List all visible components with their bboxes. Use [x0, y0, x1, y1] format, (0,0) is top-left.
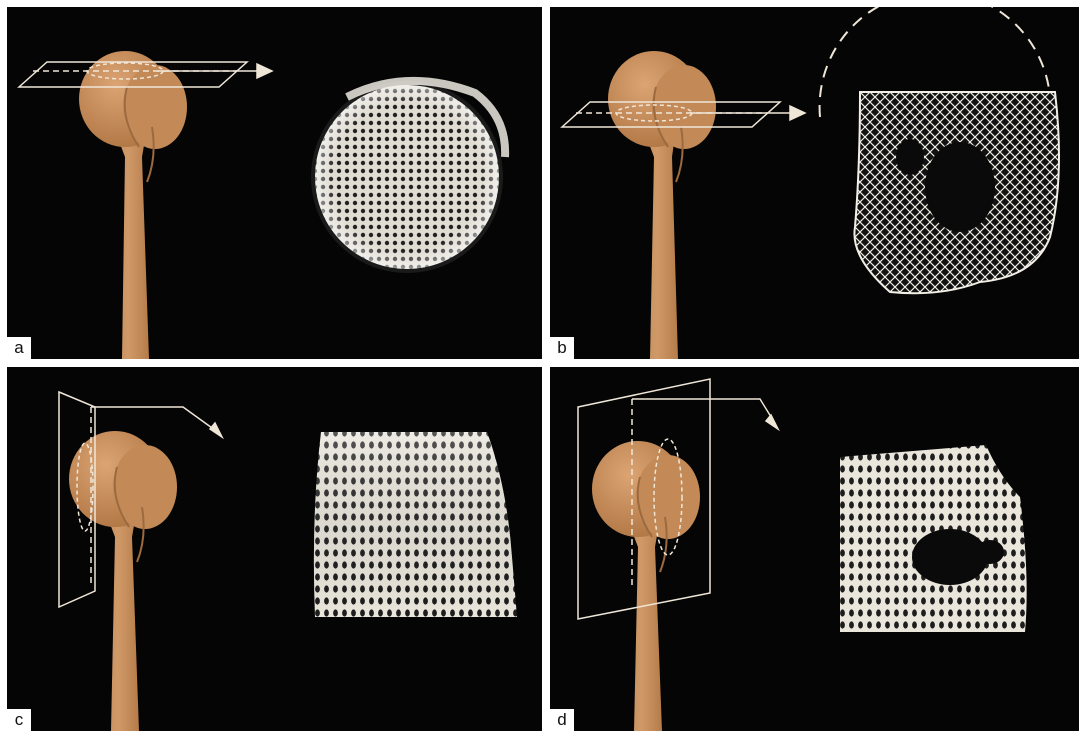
panel-d-illustration — [550, 367, 1079, 731]
panel-label: b — [550, 337, 574, 359]
panel-b-illustration — [550, 7, 1079, 359]
panel-c: c — [7, 367, 542, 731]
humerus-illustration — [69, 431, 177, 731]
humerus-illustration — [79, 51, 187, 359]
bone-section-specimen — [820, 7, 1059, 293]
panel-label: d — [550, 709, 574, 731]
bone-section-specimen — [840, 445, 1027, 632]
humerus-illustration — [608, 51, 716, 359]
panel-a-illustration — [7, 7, 542, 359]
panel-c-illustration — [7, 367, 542, 731]
bone-section-specimen — [311, 81, 505, 273]
humerus-illustration — [592, 441, 700, 731]
panel-label: c — [7, 709, 31, 731]
panel-a: a — [7, 7, 542, 359]
bone-section-specimen — [314, 432, 517, 617]
panel-label: a — [7, 337, 31, 359]
panel-b: b — [550, 7, 1079, 359]
panel-d: d — [550, 367, 1079, 731]
